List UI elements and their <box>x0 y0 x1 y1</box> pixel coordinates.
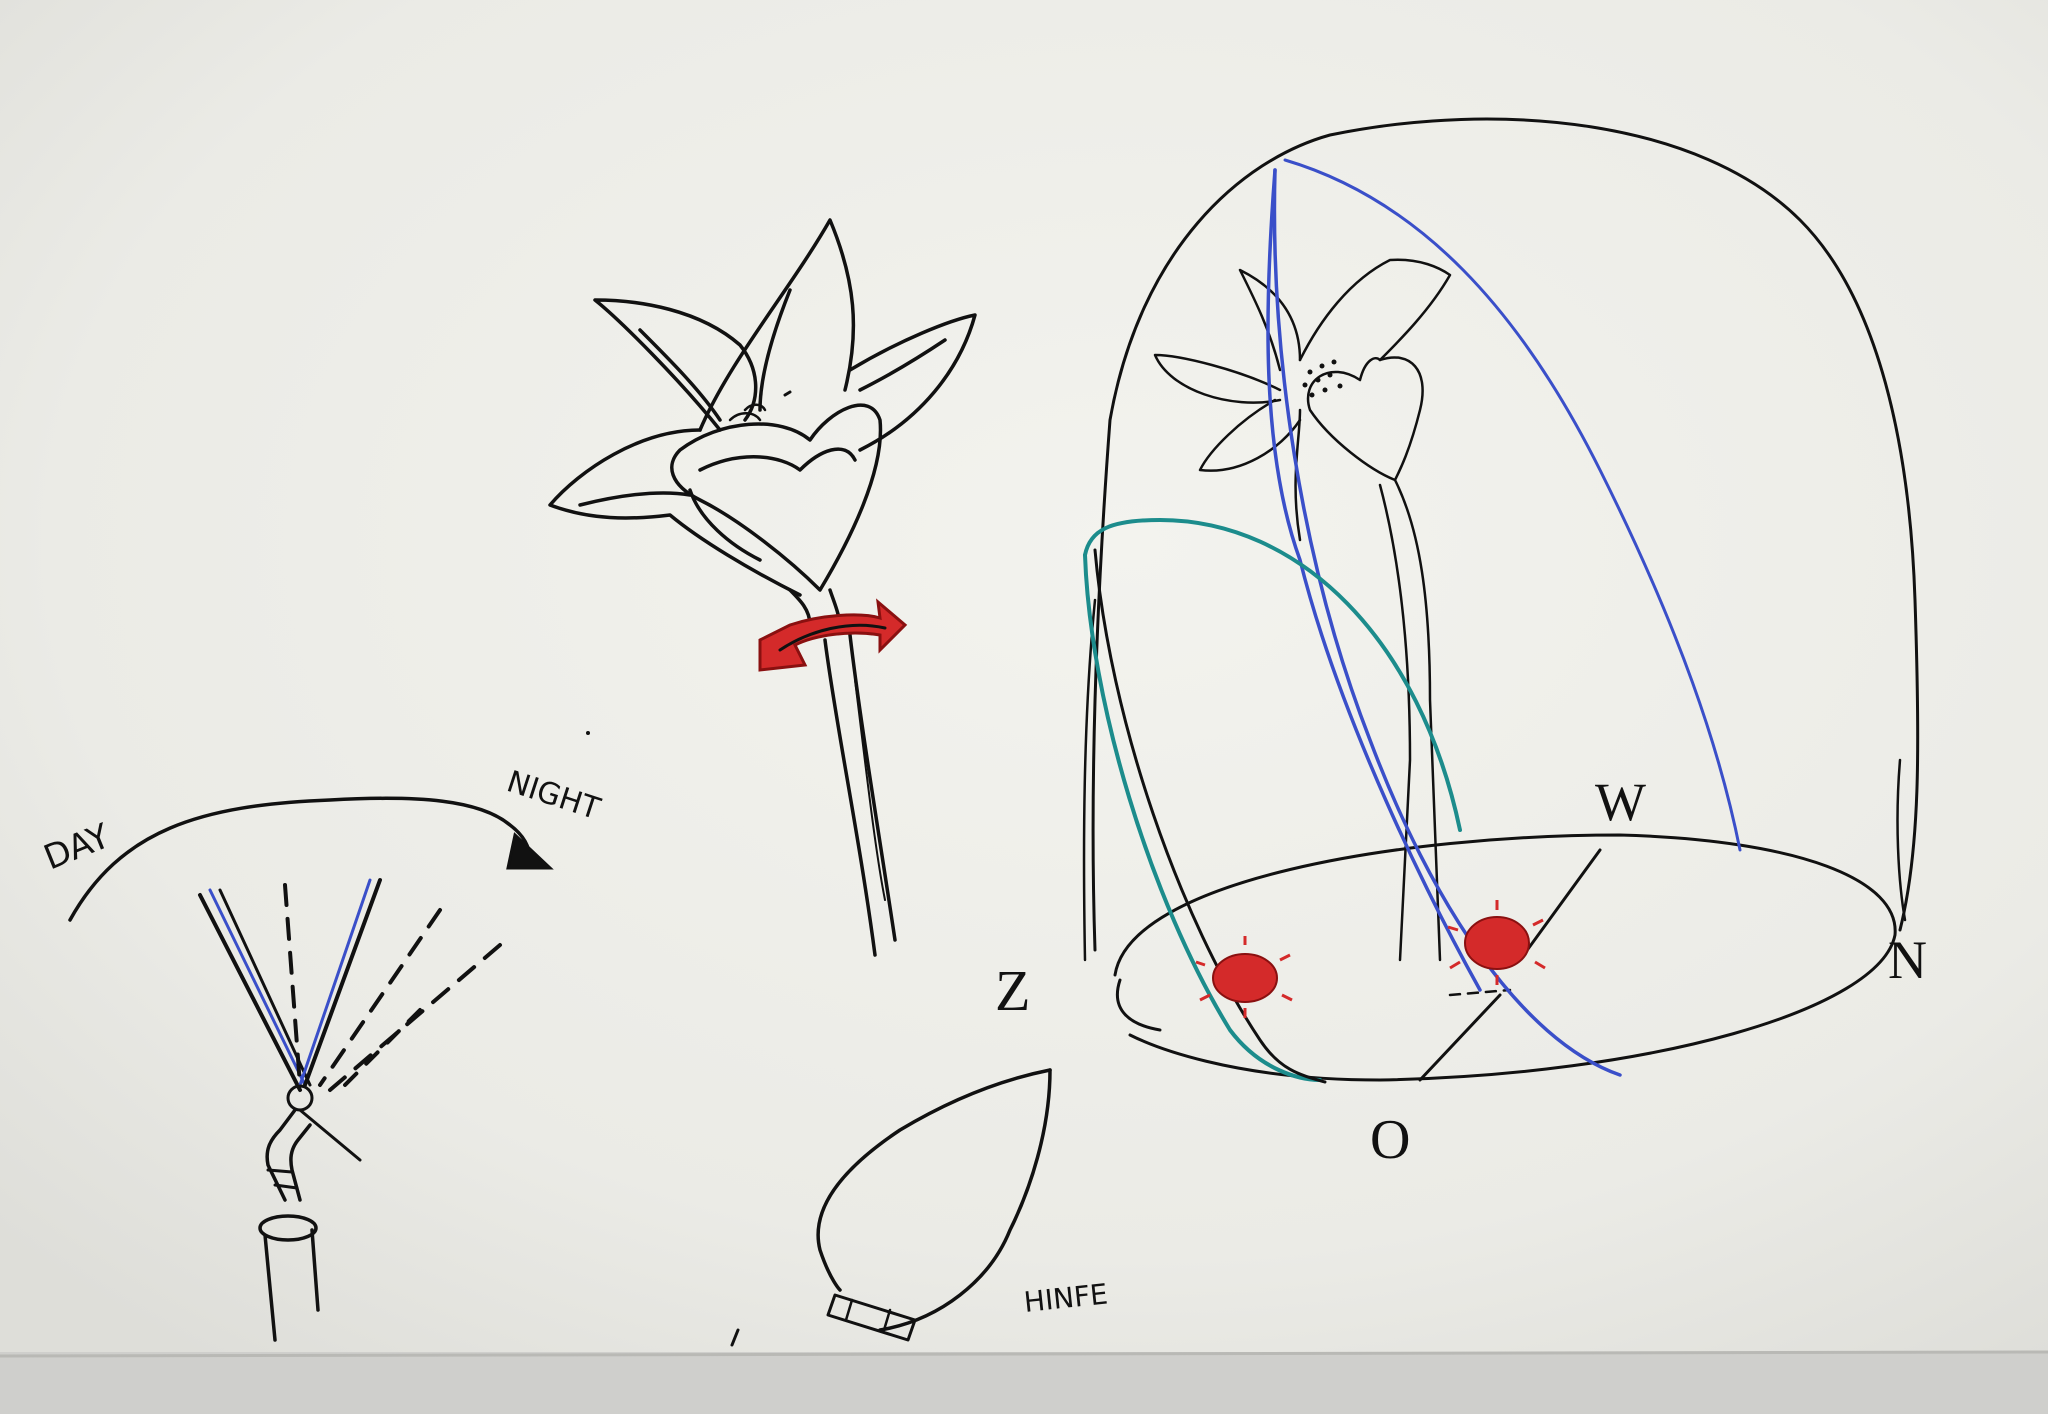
z-label: Z <box>995 958 1030 1023</box>
stamen-dots <box>1302 359 1343 398</box>
sun-marker-left <box>1195 936 1293 1018</box>
paper-edge-line <box>0 1350 2048 1358</box>
stray-dot <box>586 731 590 735</box>
petal-icon <box>816 1068 1052 1342</box>
west-label: W <box>1595 772 1646 832</box>
glass-dome-icon <box>1082 117 1920 1084</box>
o-label: O <box>1370 1109 1410 1171</box>
paper-bottom-edge <box>0 1352 2048 1414</box>
sprinkler-icon <box>198 878 502 1342</box>
flower-icon <box>548 218 977 957</box>
paper <box>0 0 2048 1360</box>
stray-mark <box>730 1328 740 1347</box>
north-label: N <box>1888 930 1927 990</box>
rotate-arrow-icon <box>758 598 908 672</box>
night-arrowhead <box>506 832 554 870</box>
sun-marker-right <box>1447 900 1546 985</box>
day-night-arc <box>68 796 554 922</box>
